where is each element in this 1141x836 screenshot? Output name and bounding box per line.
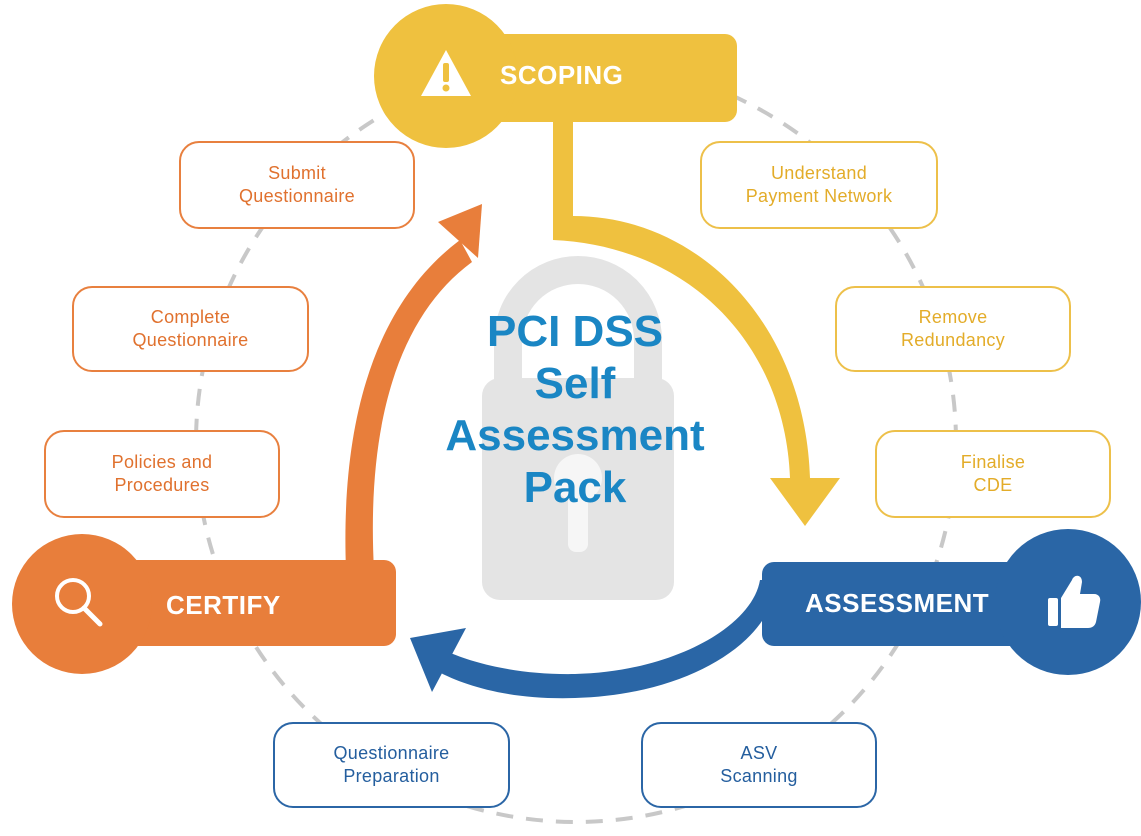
certify-arrow — [345, 204, 482, 570]
step-label: ASV Scanning — [720, 743, 798, 786]
step-label: Understand Payment Network — [745, 163, 893, 206]
warning-icon — [421, 50, 471, 96]
step-questionnaire-preparation: Questionnaire Preparation — [273, 722, 510, 808]
step-policies-and-procedures: Policies and Procedures — [44, 430, 280, 518]
step-label: Questionnaire Preparation — [333, 743, 450, 786]
step-label: Remove Redundancy — [900, 307, 1006, 350]
step-label: Policies and Procedures — [111, 452, 213, 495]
step-asv-scanning: ASV Scanning — [641, 722, 877, 808]
certify-label: CERTIFY — [166, 590, 281, 620]
step-label: Submit Questionnaire — [239, 163, 355, 206]
step-label: Finalise CDE — [960, 452, 1026, 495]
diagram-title: PCI DSS Self Assessment Pack — [445, 307, 705, 512]
padlock-icon — [482, 256, 674, 600]
step-understand-payment-network: Understand Payment Network — [700, 141, 938, 229]
step-finalise-cde: Finalise CDE — [875, 430, 1111, 518]
step-submit-questionnaire: Submit Questionnaire — [179, 141, 415, 229]
magnifier-icon — [55, 578, 103, 627]
certify-banner — [12, 534, 396, 674]
assessment-arrow — [410, 580, 776, 699]
step-remove-redundancy: Remove Redundancy — [835, 286, 1071, 372]
assessment-label: ASSESSMENT — [805, 588, 990, 618]
scoping-label: SCOPING — [500, 60, 624, 90]
step-complete-questionnaire: Complete Questionnaire — [72, 286, 309, 372]
step-label: Complete Questionnaire — [132, 307, 249, 350]
thumbs-up-icon — [1048, 575, 1101, 628]
scoping-arrow — [553, 100, 840, 526]
